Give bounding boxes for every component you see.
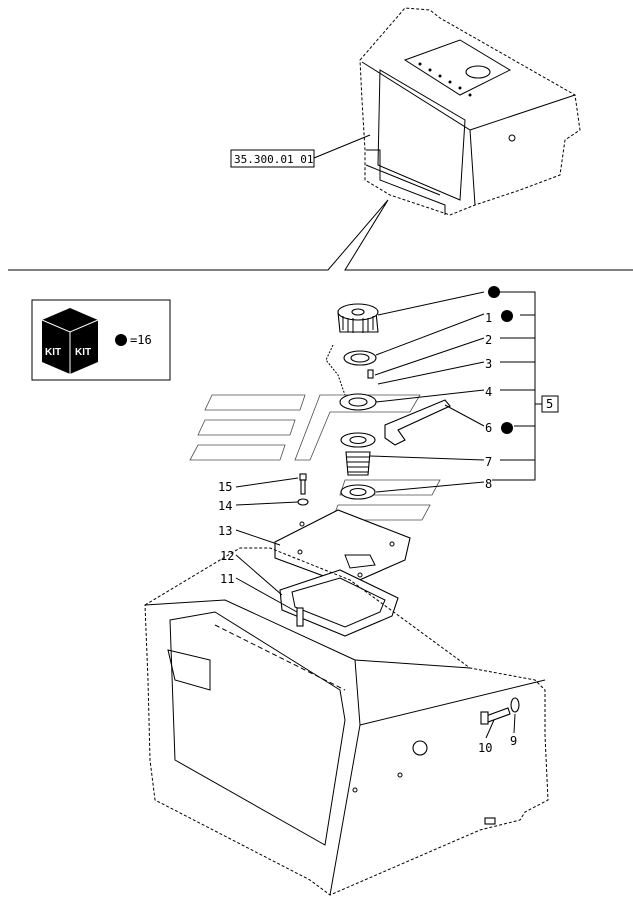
reference-label: 35.300.01 01 [230,134,371,168]
callout-5: 5 [546,397,553,411]
adapter-flange [340,432,376,448]
kit-box-icon: KIT KIT [41,308,99,374]
kit-legend: KIT KIT =16 [31,299,171,381]
callout-5-box [541,395,559,413]
base-flange [340,484,376,500]
callout-7: 7 [485,455,492,469]
kit-equals-label: =16 [130,333,152,347]
filler-cap [337,303,379,333]
seal-gasket [279,569,399,637]
chain [325,344,346,396]
callout-8: 8 [485,477,492,491]
gasket-ring [343,350,377,366]
kit-bullet-6 [501,422,513,434]
svg-text:KIT: KIT [75,347,91,358]
callout-10: 10 [478,741,492,755]
strainer [345,451,371,476]
callout-numbers: 1 2 3 4 5 6 7 8 9 10 11 12 13 14 15 [218,311,553,755]
neck-flange [339,393,377,411]
callout-11: 11 [220,572,234,586]
callout-12: 12 [220,549,234,563]
callout-15: 15 [218,480,232,494]
callout-1: 1 [485,311,492,325]
washer-9 [510,697,520,713]
kit-bullet-icon [115,334,127,346]
bolt-10 [480,707,511,725]
callout-9: 9 [510,734,517,748]
callout-14: 14 [218,499,232,513]
callout-6: 6 [485,421,492,435]
svg-text:KIT: KIT [45,347,61,358]
separator-line [8,199,633,271]
callout-2: 2 [485,333,492,347]
kit-bullet-1 [501,310,513,322]
bolt-15 [299,473,307,495]
rivet [367,369,374,379]
cover-plate [274,509,411,586]
leader-lines [235,291,542,739]
washer-14 [297,498,309,506]
callout-13: 13 [218,524,232,538]
svg-text:35.300.01 01: 35.300.01 01 [234,153,313,166]
callout-4: 4 [485,385,492,399]
kit-bullet-cap [488,286,500,298]
wrench [384,399,451,446]
reference-tank-view [359,7,581,216]
callout-3: 3 [485,357,492,371]
screw-11 [296,607,304,627]
fuel-tank [144,547,549,896]
